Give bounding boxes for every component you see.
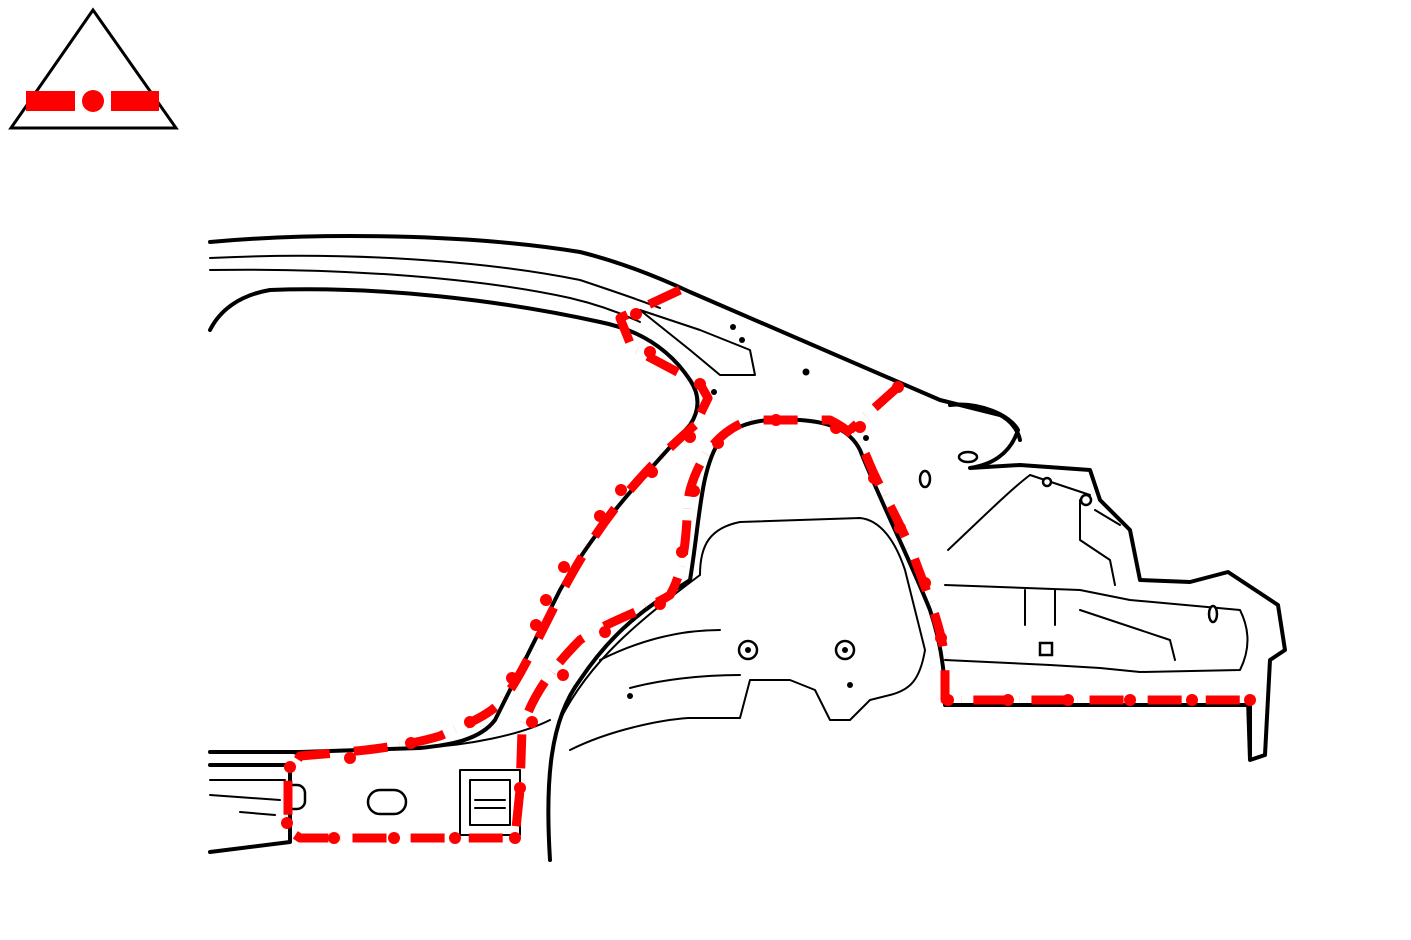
floor-clip bbox=[1038, 641, 1054, 657]
arch-pin-2 bbox=[842, 647, 848, 653]
door-opening-edge bbox=[208, 287, 700, 754]
small-pin-1 bbox=[627, 693, 633, 699]
taillight-pocket bbox=[948, 402, 1287, 762]
sill-crease bbox=[209, 779, 286, 816]
rocker-slot-hole bbox=[366, 788, 408, 816]
small-pin-7 bbox=[863, 435, 869, 441]
sill-flange-lines bbox=[474, 799, 506, 809]
sectioning-cut-line bbox=[281, 285, 1256, 844]
upper-oval-hole bbox=[918, 469, 932, 489]
trunk-floor-rail bbox=[944, 584, 1249, 673]
roof-rail-inner-2 bbox=[209, 268, 641, 323]
symbol-band-right bbox=[111, 91, 159, 111]
small-pin-6 bbox=[711, 389, 717, 395]
arch-pin-1 bbox=[745, 647, 751, 653]
cut-line-dots bbox=[281, 308, 1256, 844]
cut-line-upper-branch bbox=[846, 381, 904, 434]
symbol-band-dot bbox=[82, 90, 104, 112]
roof-rail-outer bbox=[208, 234, 1022, 442]
trunk-floor-line bbox=[1024, 589, 1176, 661]
roof-rail-inner-1 bbox=[209, 254, 661, 309]
cut-line-door-edge bbox=[283, 415, 1250, 843]
rear-upper-bracket bbox=[947, 474, 1121, 586]
wheel-arch bbox=[546, 417, 947, 862]
sectioning-cut-symbol bbox=[8, 7, 179, 130]
cut-line-c-pillar-top bbox=[615, 285, 713, 427]
quarter-crease bbox=[599, 629, 741, 689]
quarter-oval-hole bbox=[957, 450, 979, 464]
symbol-band-left bbox=[26, 91, 75, 111]
sill-box bbox=[459, 769, 521, 836]
rear-quarter-panel-line-drawing bbox=[208, 234, 1287, 862]
rear-panel-slot bbox=[1207, 604, 1219, 624]
bracket-hole-2 bbox=[1079, 493, 1093, 507]
small-pin-5 bbox=[739, 337, 745, 343]
small-pin-3 bbox=[802, 368, 810, 376]
small-pin-2 bbox=[847, 682, 853, 688]
c-pillar-trim bbox=[639, 309, 756, 376]
bracket-hole-1 bbox=[1041, 476, 1053, 488]
small-pin-4 bbox=[730, 324, 736, 330]
rocker-sill bbox=[208, 763, 292, 854]
